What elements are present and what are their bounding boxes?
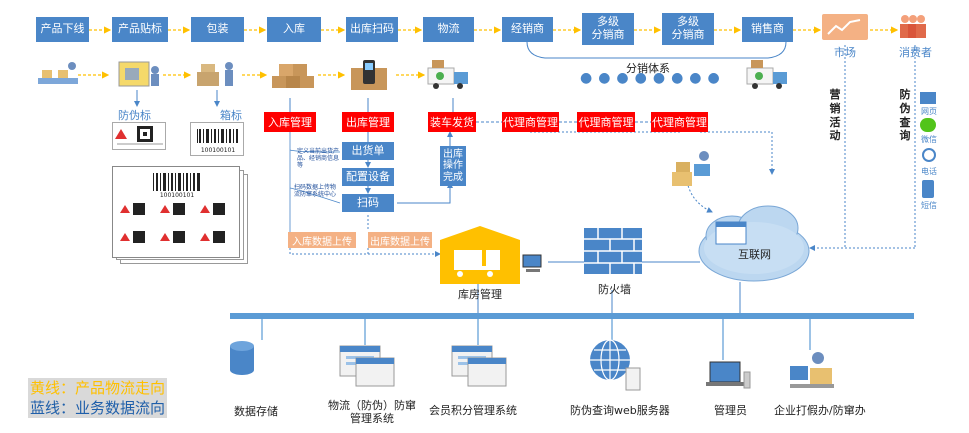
- logistics-system-label: 物流（防伪）防窜 管理系统: [328, 399, 416, 426]
- agent-management-box-1: 代理商管理: [502, 112, 559, 132]
- anti-counterfeit-office-icon: [788, 350, 836, 392]
- scan-box: 扫码: [342, 194, 394, 212]
- market-chart-icon: [822, 14, 868, 40]
- administrator-label: 管理员: [714, 404, 747, 417]
- phone-icon: [922, 148, 936, 162]
- channel-phone-label: 电话: [921, 167, 937, 176]
- flow-box-distributor: 经销商: [502, 17, 553, 42]
- data-storage-label: 数据存储: [234, 405, 278, 418]
- warehouse-computer-icon: [522, 254, 544, 274]
- database-icon: [228, 340, 256, 376]
- agent-worker-icon: [668, 150, 718, 190]
- box-tag-number: 100100101: [200, 147, 236, 154]
- marketing-activity-label: 营销活动: [829, 88, 841, 143]
- note-shipping-definition: 定义当前出货产品、经销商信息等: [297, 148, 340, 170]
- web-server-label: 防伪查询web服务器: [570, 404, 670, 417]
- wechat-icon: [920, 118, 936, 132]
- inbound-data-upload: 入库数据上传: [288, 232, 356, 248]
- flow-box-retailer: 销售商: [742, 17, 793, 42]
- storage-boxes-icon: [268, 58, 318, 92]
- flow-box-multi-dist-1: 多级 分销商: [582, 13, 634, 45]
- anti-fake-tag-label: 防伪标: [118, 109, 151, 122]
- distribution-dots: ●●●●●●●●: [580, 70, 726, 86]
- outbound-management-box: 出库管理: [342, 112, 394, 132]
- production-line-icon: [36, 60, 80, 90]
- retailer-truck-icon: [745, 56, 791, 92]
- web-server-globe-icon: [582, 338, 642, 394]
- anti-counterfeit-office-label: 企业打假办/防窜办: [774, 404, 866, 417]
- logistics-truck-icon: [426, 56, 472, 92]
- admin-laptop-icon: [706, 360, 752, 392]
- web-icon: [920, 92, 936, 104]
- scanner-device-icon: [347, 58, 395, 92]
- flow-box-packaging: 包装: [191, 17, 244, 42]
- outbound-complete-box: 出库 操作 完成: [440, 146, 466, 186]
- packaging-worker-icon: [195, 58, 241, 90]
- market-label: 市场: [834, 46, 856, 59]
- legend-yellow: 黄线：产品物流走向: [28, 378, 168, 398]
- sms-icon: [922, 180, 934, 198]
- legend-blue: 蓝线：业务数据流向: [28, 398, 168, 418]
- box-tag-label: 箱标: [220, 109, 242, 122]
- network-bus: [230, 313, 914, 319]
- anti-fake-tag-card: [112, 122, 166, 150]
- member-points-system-icon: [448, 344, 510, 388]
- flow-box-multi-dist-2: 多级 分销商: [662, 13, 714, 45]
- warehouse-icon: [440, 226, 520, 284]
- distribution-system-label: 分销体系: [626, 62, 670, 75]
- outbound-data-upload: 出库数据上传: [368, 232, 432, 248]
- label-sheet-stack: 100100101: [112, 166, 240, 258]
- flow-box-logistics: 物流: [423, 17, 474, 42]
- labeling-machine-icon: [113, 60, 163, 90]
- member-points-label: 会员积分管理系统: [429, 404, 517, 417]
- shipping-order-box: 出货单: [342, 142, 394, 160]
- consumer-label: 消费者: [899, 46, 932, 59]
- firewall-icon: [584, 228, 642, 274]
- logistics-system-icon: [336, 344, 398, 388]
- channel-sms-label: 短信: [921, 201, 937, 210]
- warehouse-label: 库房管理: [458, 288, 502, 301]
- agent-management-box-2: 代理商管理: [577, 112, 635, 132]
- box-tag-card: 100100101: [190, 122, 244, 156]
- loading-dispatch-box: 装车发货: [428, 112, 476, 132]
- agent-management-box-3: 代理商管理: [651, 112, 708, 132]
- internet-cloud: [696, 196, 812, 286]
- channel-wechat-label: 微信: [921, 135, 937, 144]
- flow-box-labeling: 产品贴标: [112, 17, 168, 42]
- flow-box-outbound-scan: 出库扫码: [346, 17, 398, 42]
- label-sheet-number: 100100101: [159, 192, 195, 199]
- firewall-label: 防火墙: [598, 283, 631, 296]
- inbound-management-box: 入库管理: [264, 112, 316, 132]
- anti-fake-query-label: 防伪查询: [899, 88, 911, 143]
- internet-label: 互联网: [738, 248, 771, 261]
- flow-box-product-offline: 产品下线: [36, 17, 89, 42]
- channel-web-label: 网页: [921, 107, 937, 116]
- note-scan-upload: 扫码数据上传物流防窜系统中心: [294, 184, 337, 199]
- consumer-group-icon: [897, 12, 927, 40]
- flow-box-storage: 入库: [267, 17, 321, 42]
- config-device-box: 配置设备: [342, 168, 394, 186]
